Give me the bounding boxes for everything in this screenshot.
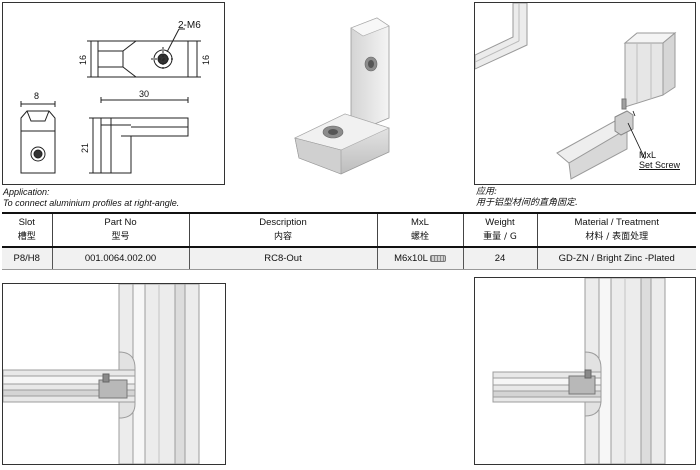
application-text-en: To connect aluminium profiles at right-a…: [3, 198, 180, 208]
installed-detail-right-panel: [474, 277, 696, 465]
cell-description: RC8-Out: [188, 247, 377, 270]
application-en: Application: To connect aluminium profil…: [3, 187, 179, 209]
installed-detail-left: [3, 284, 200, 464]
assembly-illustration: [475, 3, 677, 180]
set-screw-callout: MxL Set Screw: [639, 150, 680, 170]
assembly-illustration-panel: MxL Set Screw: [474, 2, 696, 185]
cell-slot: P8/H8: [2, 247, 52, 270]
callout-line1: MxL: [639, 150, 657, 160]
cell-weight: 24: [462, 247, 537, 270]
dim-top-right: 16: [201, 55, 211, 65]
application-label-en: Application:: [3, 187, 50, 197]
cell-mxl: M6x10L: [376, 247, 463, 270]
technical-drawing-panel: 2-M6 16 16 8 30 21: [2, 2, 225, 185]
callout-line2: Set Screw: [639, 160, 681, 170]
cell-material: GD-ZN / Bright Zinc -Plated: [536, 247, 696, 270]
dim-width: 8: [34, 91, 39, 101]
application-cn: 应用: 用于铝型材间的直角固定.: [476, 187, 578, 209]
cell-part-no: 001.0064.002.00: [51, 247, 189, 270]
thread-label: 2-M6: [178, 20, 201, 31]
product-3d-render: [294, 17, 390, 175]
dim-top-left: 16: [78, 55, 88, 65]
dim-length: 30: [139, 89, 149, 99]
application-label-cn: 应用:: [476, 187, 498, 197]
technical-drawing: 2-M6 16 16 8 30 21: [20, 20, 211, 174]
application-text-cn: 用于铝型材间的直角固定.: [476, 198, 578, 208]
screw-icon: [429, 254, 446, 262]
dim-height: 21: [80, 143, 90, 153]
installed-detail-right: [492, 278, 666, 464]
installed-detail-left-panel: [2, 283, 226, 465]
table-row: P8/H8 001.0064.002.00 RC8-Out M6x10L 24 …: [2, 247, 696, 270]
